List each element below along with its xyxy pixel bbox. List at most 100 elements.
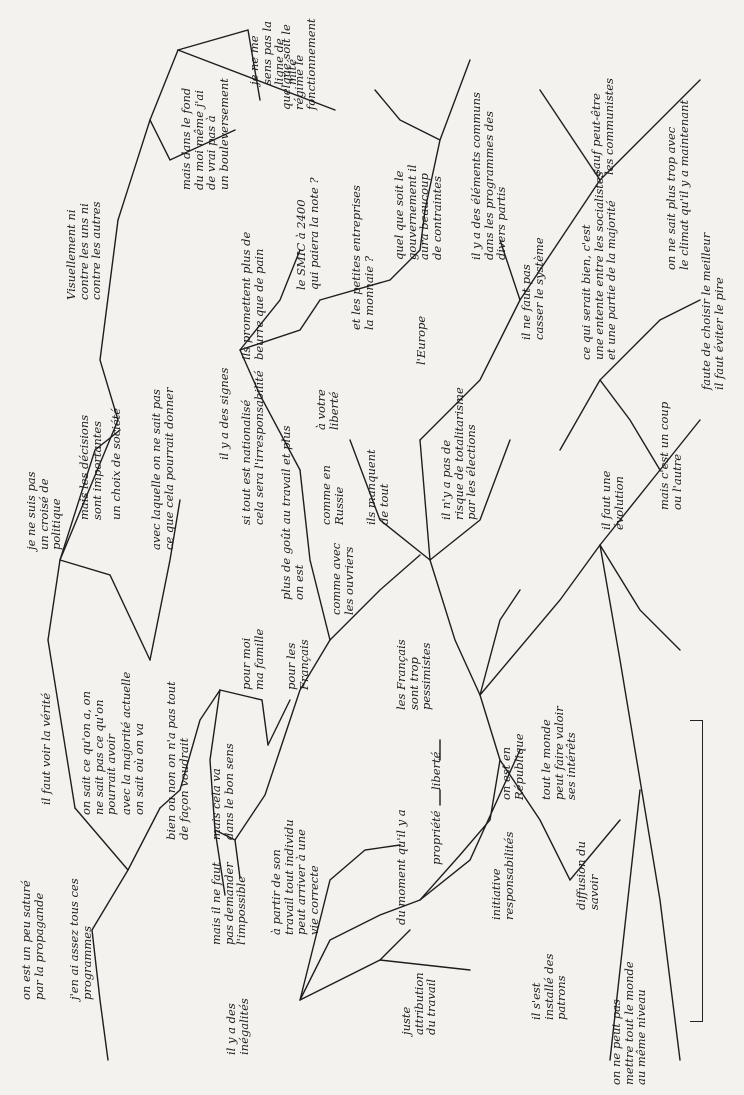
node-promettent: ils promettent plus de beurre que de pai… — [239, 231, 266, 360]
node-ma-famille: pour moi ma famille — [239, 628, 266, 690]
node-choix: un choix de société — [109, 407, 123, 520]
node-ouvriers: comme avec les ouvriers — [329, 542, 356, 615]
connector — [319, 279, 391, 301]
connector — [59, 559, 151, 661]
node-communistes: sauf peut-être les communistes — [589, 78, 616, 175]
node-totalitarisme: il n'y a pas de risque de totalitarisme … — [439, 387, 478, 520]
connector — [177, 49, 336, 111]
connector — [379, 929, 411, 961]
node-regime: quelque soit le régime le fonctionnement — [279, 18, 318, 110]
connector — [239, 299, 321, 351]
node-elements: il y a des éléments communs dans les pro… — [469, 92, 508, 260]
connector — [279, 639, 331, 751]
node-republique: on est en République — [499, 733, 526, 800]
node-avec-laquelle: avec laquelle on ne sait pas ce que cela… — [149, 387, 176, 550]
node-equilibre: ce qui serait bien, c'est une entente en… — [579, 171, 618, 360]
connector — [639, 779, 681, 1061]
connector — [99, 219, 119, 421]
node-visuellement: Visuellement ni contre les uns ni contre… — [64, 201, 103, 300]
connector — [609, 789, 641, 1061]
connector — [234, 749, 281, 841]
connector — [149, 499, 181, 661]
connector — [349, 439, 431, 561]
node-pas-de-politique: je ne suis pas un croisé de politique — [24, 471, 63, 550]
connector — [429, 559, 481, 696]
node-liberte2: à votre liberté — [314, 389, 341, 430]
node-rationalite: si tout est nationalisé cela sera l'irre… — [239, 370, 266, 525]
node-plus-mauvais: on ne sait plus trop avec le climat qu'i… — [664, 99, 691, 270]
connector — [479, 589, 521, 696]
connector — [519, 179, 601, 301]
connector — [59, 419, 119, 561]
connector — [91, 807, 161, 931]
node-evolution: il faut une évolution — [599, 470, 626, 530]
connector — [299, 844, 401, 1001]
node-les-francais-box: pour les Français — [284, 639, 311, 690]
node-majorite: avec la majorité actuelle on sait où on … — [119, 671, 146, 815]
node-petites: et les petites entreprises la monnaie ? — [349, 185, 376, 330]
node-fond: mais dans le fond du moi même j'ai de vr… — [179, 78, 231, 190]
connector — [299, 959, 471, 1001]
node-inegalites: il y a des inégalités — [224, 998, 251, 1055]
node-on-sait: on sait ce qu'on a, on ne sait pas ce qu… — [79, 690, 118, 815]
node-vie: mais cela va dans le bon sens — [209, 743, 236, 840]
node-europe: l'Europe — [414, 315, 428, 365]
node-decisions: mais les décisions sont importantes — [77, 414, 104, 520]
node-propagande: on est un peu saturé par la propagande — [19, 880, 46, 1000]
node-choisir: faute de choisir le meilleur il faut évi… — [699, 232, 726, 390]
node-travail-individu: à partir de son travail tout individu pe… — [269, 819, 321, 935]
node-tout-le-monde: tout le monde peut faire valoir ses inté… — [539, 706, 578, 800]
connector — [599, 79, 701, 181]
connector — [419, 759, 501, 901]
connector — [329, 554, 421, 641]
connector — [299, 899, 421, 1001]
node-propriete: propriété — [429, 810, 443, 865]
connector — [599, 544, 641, 781]
connector — [74, 807, 129, 871]
node-initiative: initiative responsabilités — [489, 831, 516, 920]
node-russie: comme en Russie — [319, 465, 346, 525]
node-bien-ou-non: bien ou non on n'a pas tout de façon vou… — [164, 681, 191, 840]
connector — [429, 439, 511, 561]
node-verite: il faut voir la vérité — [39, 692, 53, 805]
node-manquent: ils manquent de tout — [364, 449, 391, 525]
connector — [267, 699, 291, 746]
connector — [499, 759, 621, 882]
connector — [47, 559, 61, 641]
connector — [209, 689, 226, 896]
node-smic: le SMIC à 2400 qui paiera la note ? — [294, 177, 321, 290]
node-meme-niveau: on ne peut pas mettre tout le monde au m… — [609, 961, 648, 1085]
connector — [159, 689, 221, 809]
connector — [374, 89, 441, 141]
connector — [479, 694, 501, 761]
connector — [299, 469, 331, 641]
connector — [91, 929, 109, 1061]
node-du-moment: du moment qu'il y a — [394, 809, 408, 925]
margin-bracket — [690, 720, 703, 1022]
node-assez-tous: j'en ai assez tous ces programmes — [67, 878, 94, 1000]
node-liberte: liberté — [429, 751, 443, 790]
node-fruit: juste attribution du travail — [399, 972, 438, 1035]
node-casser: il ne faut pas casser le système — [519, 237, 546, 340]
node-impossible: mais il ne faut pas demander l'impossibl… — [209, 861, 248, 945]
node-gout-travail: plus de goût au travail et plus on est — [279, 425, 306, 600]
connector — [149, 119, 236, 161]
connector — [419, 299, 521, 441]
connector — [389, 209, 426, 281]
connector — [599, 544, 681, 651]
connector — [499, 239, 521, 301]
connector — [177, 29, 261, 101]
node-diffusion: diffusion du savoir — [574, 841, 601, 910]
connector — [117, 49, 179, 221]
connector — [539, 89, 601, 181]
connector — [419, 749, 521, 901]
node-coup: mais c'est un coup ou l'autre — [657, 401, 684, 510]
connector — [219, 689, 269, 746]
connector — [479, 544, 601, 696]
connector — [599, 379, 661, 471]
node-gouvernement: quel que soit le gouvernement il aura be… — [392, 164, 444, 260]
connector — [659, 299, 701, 321]
node-petits-patrons: il s'est installé des patrons — [529, 953, 568, 1020]
node-signes: il y a des signes — [217, 367, 231, 460]
